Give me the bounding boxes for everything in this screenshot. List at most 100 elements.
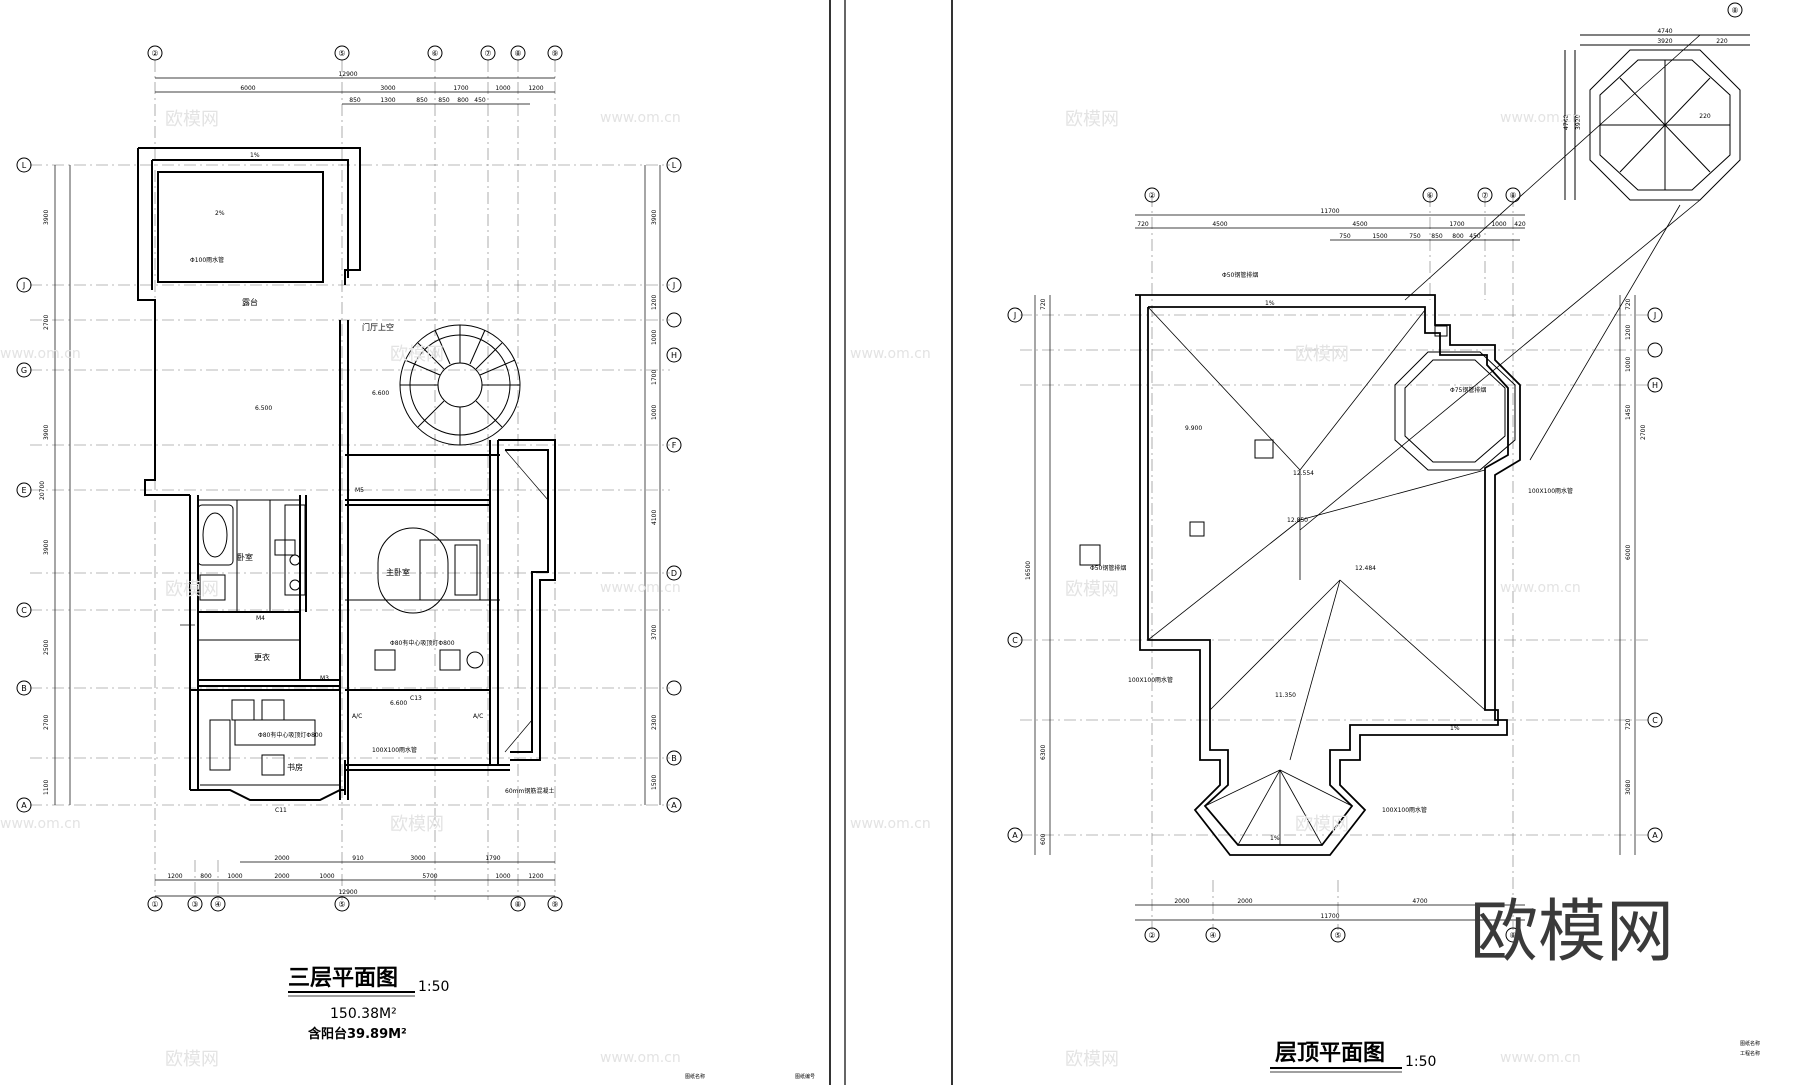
misc-label: M4 — [256, 615, 265, 622]
spiral-stair — [399, 324, 521, 446]
grid-bubbles-right — [1007, 2, 1743, 943]
elevation-note: 6.600 — [372, 390, 389, 397]
grid-top-label: ⑧ — [514, 49, 521, 58]
elevation-note: 6.600 — [390, 700, 407, 707]
watermark-text: 欧模网 — [390, 814, 444, 835]
dim-right: 2300 — [651, 715, 658, 730]
dim-bottom-sub: 910 — [352, 855, 364, 862]
grid-side-label: C — [21, 606, 27, 615]
detail-dim: 3920 — [1657, 38, 1672, 45]
grid-side-label: H — [671, 351, 677, 360]
misc-label: A/C — [473, 713, 483, 720]
roof-outline — [1135, 294, 1521, 856]
grid-bottom-label: ④ — [1209, 931, 1216, 940]
elevation-note: 12.484 — [1355, 565, 1376, 572]
dim-left: 2500 — [43, 640, 50, 655]
dim-right: 720 — [1625, 298, 1632, 310]
slope-label: 1% — [250, 152, 260, 159]
dim-left: 6300 — [1040, 745, 1047, 760]
dim-right: 6000 — [1625, 545, 1632, 560]
dim-top-part: 3000 — [380, 85, 395, 92]
dim-bottom-sub: 1790 — [485, 855, 500, 862]
detail-dim: 4740 — [1657, 28, 1672, 35]
elevation-note: 6.500 — [255, 405, 272, 412]
plan-third-floor-text: ② ⑤ ⑥ ⑦ ⑧ ⑨ ① ③ ④ ⑤ ⑧ ⑨ L L J J H G F E … — [21, 49, 677, 909]
dim-top-sub: 850 — [1431, 233, 1443, 240]
elevation-note: 11.350 — [1275, 692, 1296, 699]
dim-top-total: 11700 — [1320, 208, 1339, 215]
grid-top-label: ⑦ — [1481, 191, 1488, 200]
dim-bottom-part: 1000 — [495, 873, 510, 880]
watermark-text: 欧模网 — [165, 1049, 219, 1070]
plan-roof-text: ② ⑥ ⑦ ⑧ ⑧ ② ④ ⑤ ⑧ J J H C C A A 11700 72… — [1012, 6, 1738, 940]
grid-top-label: ⑧ — [1731, 6, 1738, 15]
dim-left: 2700 — [43, 315, 50, 330]
grid-side-label: C — [1012, 636, 1018, 645]
drain-pipe-note: 100X100雨水管 — [372, 746, 417, 754]
watermark-text: 欧模网 — [1295, 814, 1349, 835]
room-label-study: 书房 — [287, 762, 303, 772]
grid-bottom-label: ⑧ — [1509, 931, 1516, 940]
chimney-note: Φ50钢管排烟 — [1222, 271, 1258, 279]
watermark-text: 欧模网 — [1295, 344, 1349, 365]
grid-side-label: A — [671, 801, 677, 810]
dim-bottom-part: 1200 — [528, 873, 543, 880]
dim-top-sub: 450 — [1469, 233, 1481, 240]
lamp-note: Φ80有中心吸顶灯Φ800 — [258, 731, 323, 739]
watermark-text: 欧模网 — [165, 109, 219, 130]
misc-label: A/C — [352, 713, 362, 720]
dim-right: 3080 — [1625, 780, 1632, 795]
detail-octagon — [1564, 34, 1750, 201]
room-label-dressing: 更衣 — [254, 652, 270, 662]
watermark-text: 欧模网 — [1065, 109, 1119, 130]
grid-bottom-label: ② — [1148, 931, 1155, 940]
room-label-master-bedroom: 主卧室 — [386, 567, 410, 577]
footer-label: 图纸编号 — [795, 1073, 815, 1080]
watermark-text: 欧模网 — [1065, 1049, 1119, 1070]
grid-side-label: A — [1652, 831, 1658, 840]
dim-bottom-part: 5700 — [422, 873, 437, 880]
grid-top-label: ⑨ — [551, 49, 558, 58]
dim-top-sub: 850 — [416, 97, 428, 104]
dim-bottom-sub: 3000 — [410, 855, 425, 862]
dim-top-sub: 800 — [457, 97, 469, 104]
dim-bottom-total: 11700 — [1320, 913, 1339, 920]
plan-roof — [1007, 2, 1750, 943]
dim-bottom-part: 800 — [200, 873, 212, 880]
misc-label: M3 — [320, 675, 329, 682]
dim-top-part: 6000 — [240, 85, 255, 92]
dim-top-part: 1200 — [528, 85, 543, 92]
footer-label: 图纸名称 — [1740, 1040, 1760, 1047]
footer-label: 图纸名称 — [685, 1073, 705, 1080]
dim-top-part: 1000 — [1491, 221, 1506, 228]
dim-bottom-part: 1200 — [167, 873, 182, 880]
grid-side-label: H — [1652, 381, 1658, 390]
watermark-text: 欧模网 — [390, 344, 444, 365]
dim-right: 1700 — [651, 370, 658, 385]
grid-top-label: ⑤ — [338, 49, 345, 58]
watermark-text: www.om.cn — [600, 580, 681, 596]
dim-bottom-total: 12900 — [338, 889, 357, 896]
dim-right: 2700 — [1640, 425, 1647, 440]
grid-bubbles-side-left — [16, 157, 682, 813]
dim-top-part: 4500 — [1212, 221, 1227, 228]
watermark-text: www.om.cn — [0, 346, 81, 362]
dim-left: 16500 — [1025, 561, 1032, 580]
lamp-note: Φ80有中心吸顶灯Φ800 — [390, 639, 455, 647]
dim-left: 1100 — [43, 780, 50, 795]
footer-label: 工程名称 — [1740, 1050, 1760, 1057]
plan-title-left: 三层平面图 — [288, 966, 398, 991]
drain-pipe-note: 100X100雨水管 — [1128, 676, 1173, 684]
dim-top-part: 1000 — [495, 85, 510, 92]
dim-left: 2700 — [43, 715, 50, 730]
grid-top-label: ② — [151, 49, 158, 58]
dim-right: 3700 — [651, 625, 658, 640]
watermark-text: www.om.cn — [1500, 580, 1581, 596]
plan-scale-right: 1:50 — [1405, 1054, 1436, 1070]
dim-left: 3900 — [43, 540, 50, 555]
dim-top-sub: 750 — [1339, 233, 1351, 240]
chimneys — [1079, 325, 1448, 566]
drain-pipe-note: Φ100雨水管 — [190, 256, 224, 264]
grid-side-label: D — [671, 569, 677, 578]
